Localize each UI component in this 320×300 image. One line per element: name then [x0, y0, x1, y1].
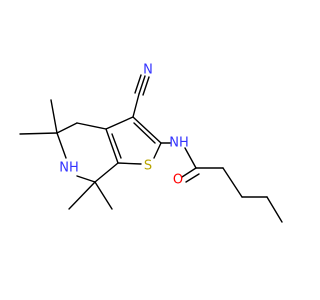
bond-chain-2 [222, 167, 243, 198]
bond-nh-carbonyl [184, 147, 197, 169]
bond-c7a-s [117, 162, 142, 165]
bond-c2-c3-double [133, 122, 156, 144]
bond-c5-methyl-b [50, 99, 58, 134]
ring-nh-label: NH [59, 161, 79, 176]
bond-c3-cn [132, 93, 140, 118]
bond-chain-4 [266, 196, 283, 223]
bond-c5-n6 [56, 132, 67, 159]
cyano-nitrogen-label: N [143, 63, 153, 78]
bond-s-c2 [153, 142, 162, 159]
bond-c3-c3a [105, 116, 134, 130]
bond-c7-methyl-a [68, 181, 96, 210]
bond-c3a-c7a [105, 128, 119, 164]
bond-c7-c7a [94, 162, 119, 183]
bond-carbonyl-o-double [185, 173, 200, 183]
bond-cn-triple-3 [142, 76, 150, 96]
bond-c7-methyl-b [94, 181, 113, 210]
bond-carbonyl-o [181, 167, 197, 178]
bond-c5-methyl-a [19, 132, 58, 135]
bond-n6-c7 [76, 175, 96, 183]
sulfur-label: S [144, 159, 152, 174]
bond-cn-triple-1 [138, 75, 146, 95]
amide-nh-label: NH [169, 136, 189, 151]
carbonyl-oxygen-label: O [173, 173, 183, 188]
bond-c2-c3 [132, 116, 162, 144]
bond-layer [19, 74, 283, 223]
atom-label-layer: N NH NH S O [59, 63, 189, 188]
molecule-structure-diagram: N NH NH S O [19, 63, 283, 223]
bond-c3a-c4 [76, 122, 107, 130]
bond-cn-triple-2 [134, 74, 142, 94]
bond-c4-c5 [56, 122, 78, 134]
bond-c3a-c7a-double [111, 133, 122, 159]
